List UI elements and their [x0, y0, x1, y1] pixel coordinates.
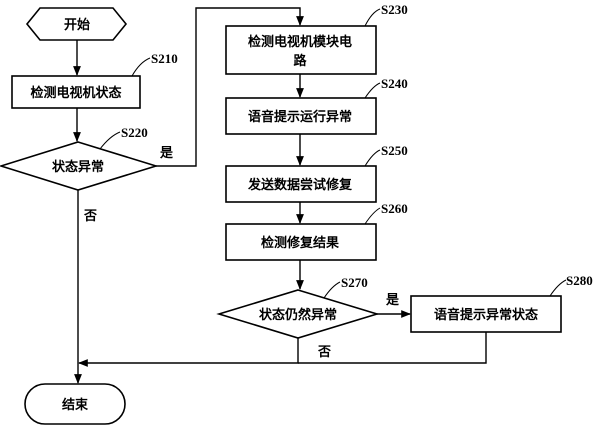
branch-yes-s220: 是: [159, 146, 174, 161]
flow-s270-no-to-merge: [78, 338, 299, 367]
voice-prompt-abnormal-box: [410, 295, 562, 333]
branch-yes-s270: 是: [385, 293, 400, 308]
send-data-repair-label: 发送数据尝试修复: [247, 177, 353, 193]
detect-tv-state-box: [11, 75, 141, 109]
flow-s220-yes-to-s230: [156, 7, 304, 167]
start-node: [25, 7, 128, 41]
state-abnormal-label: 状态异常: [52, 159, 104, 175]
detect-tv-module-label-line1: 检测电视机模块电: [248, 34, 352, 50]
voice-prompt-running-box: [225, 97, 377, 135]
step-label-s280: S280: [566, 273, 593, 288]
start-label: 开始: [64, 17, 90, 33]
branch-no-s220: 否: [83, 209, 97, 224]
leader-s270: [323, 281, 341, 299]
step-label-s240: S240: [381, 76, 408, 91]
detect-repair-result-box: [225, 223, 377, 261]
leader-s210: [131, 57, 151, 77]
voice-prompt-running-label: 语音提示运行异常: [248, 109, 352, 125]
send-data-repair-box: [225, 165, 377, 203]
step-label-s230: S230: [381, 2, 408, 17]
detect-tv-module-label-line2: 路: [293, 53, 307, 69]
leader-s250: [364, 149, 381, 167]
branch-no-s270: 否: [317, 345, 331, 360]
detect-tv-module-box: [225, 25, 377, 75]
leader-s280: [549, 279, 567, 297]
step-label-s260: S260: [381, 201, 408, 216]
voice-prompt-abnormal-label: 语音提示异常状态: [434, 307, 538, 323]
step-label-s220: S220: [121, 125, 148, 140]
end-node: [24, 383, 126, 425]
detect-repair-result-label: 检测修复结果: [261, 235, 339, 251]
step-label-s210: S210: [151, 51, 178, 66]
still-abnormal-label: 状态仍然异常: [259, 307, 337, 323]
step-label-s270: S270: [341, 275, 368, 290]
step-label-s250: S250: [381, 143, 408, 158]
detect-tv-state-label: 检测电视机状态: [30, 85, 121, 101]
leader-s230: [364, 8, 381, 27]
end-label: 结束: [62, 397, 89, 413]
leader-s220: [99, 131, 121, 150]
flow-s280-to-merge: [298, 332, 487, 364]
leader-s260: [364, 207, 381, 225]
leader-s240: [364, 82, 381, 99]
